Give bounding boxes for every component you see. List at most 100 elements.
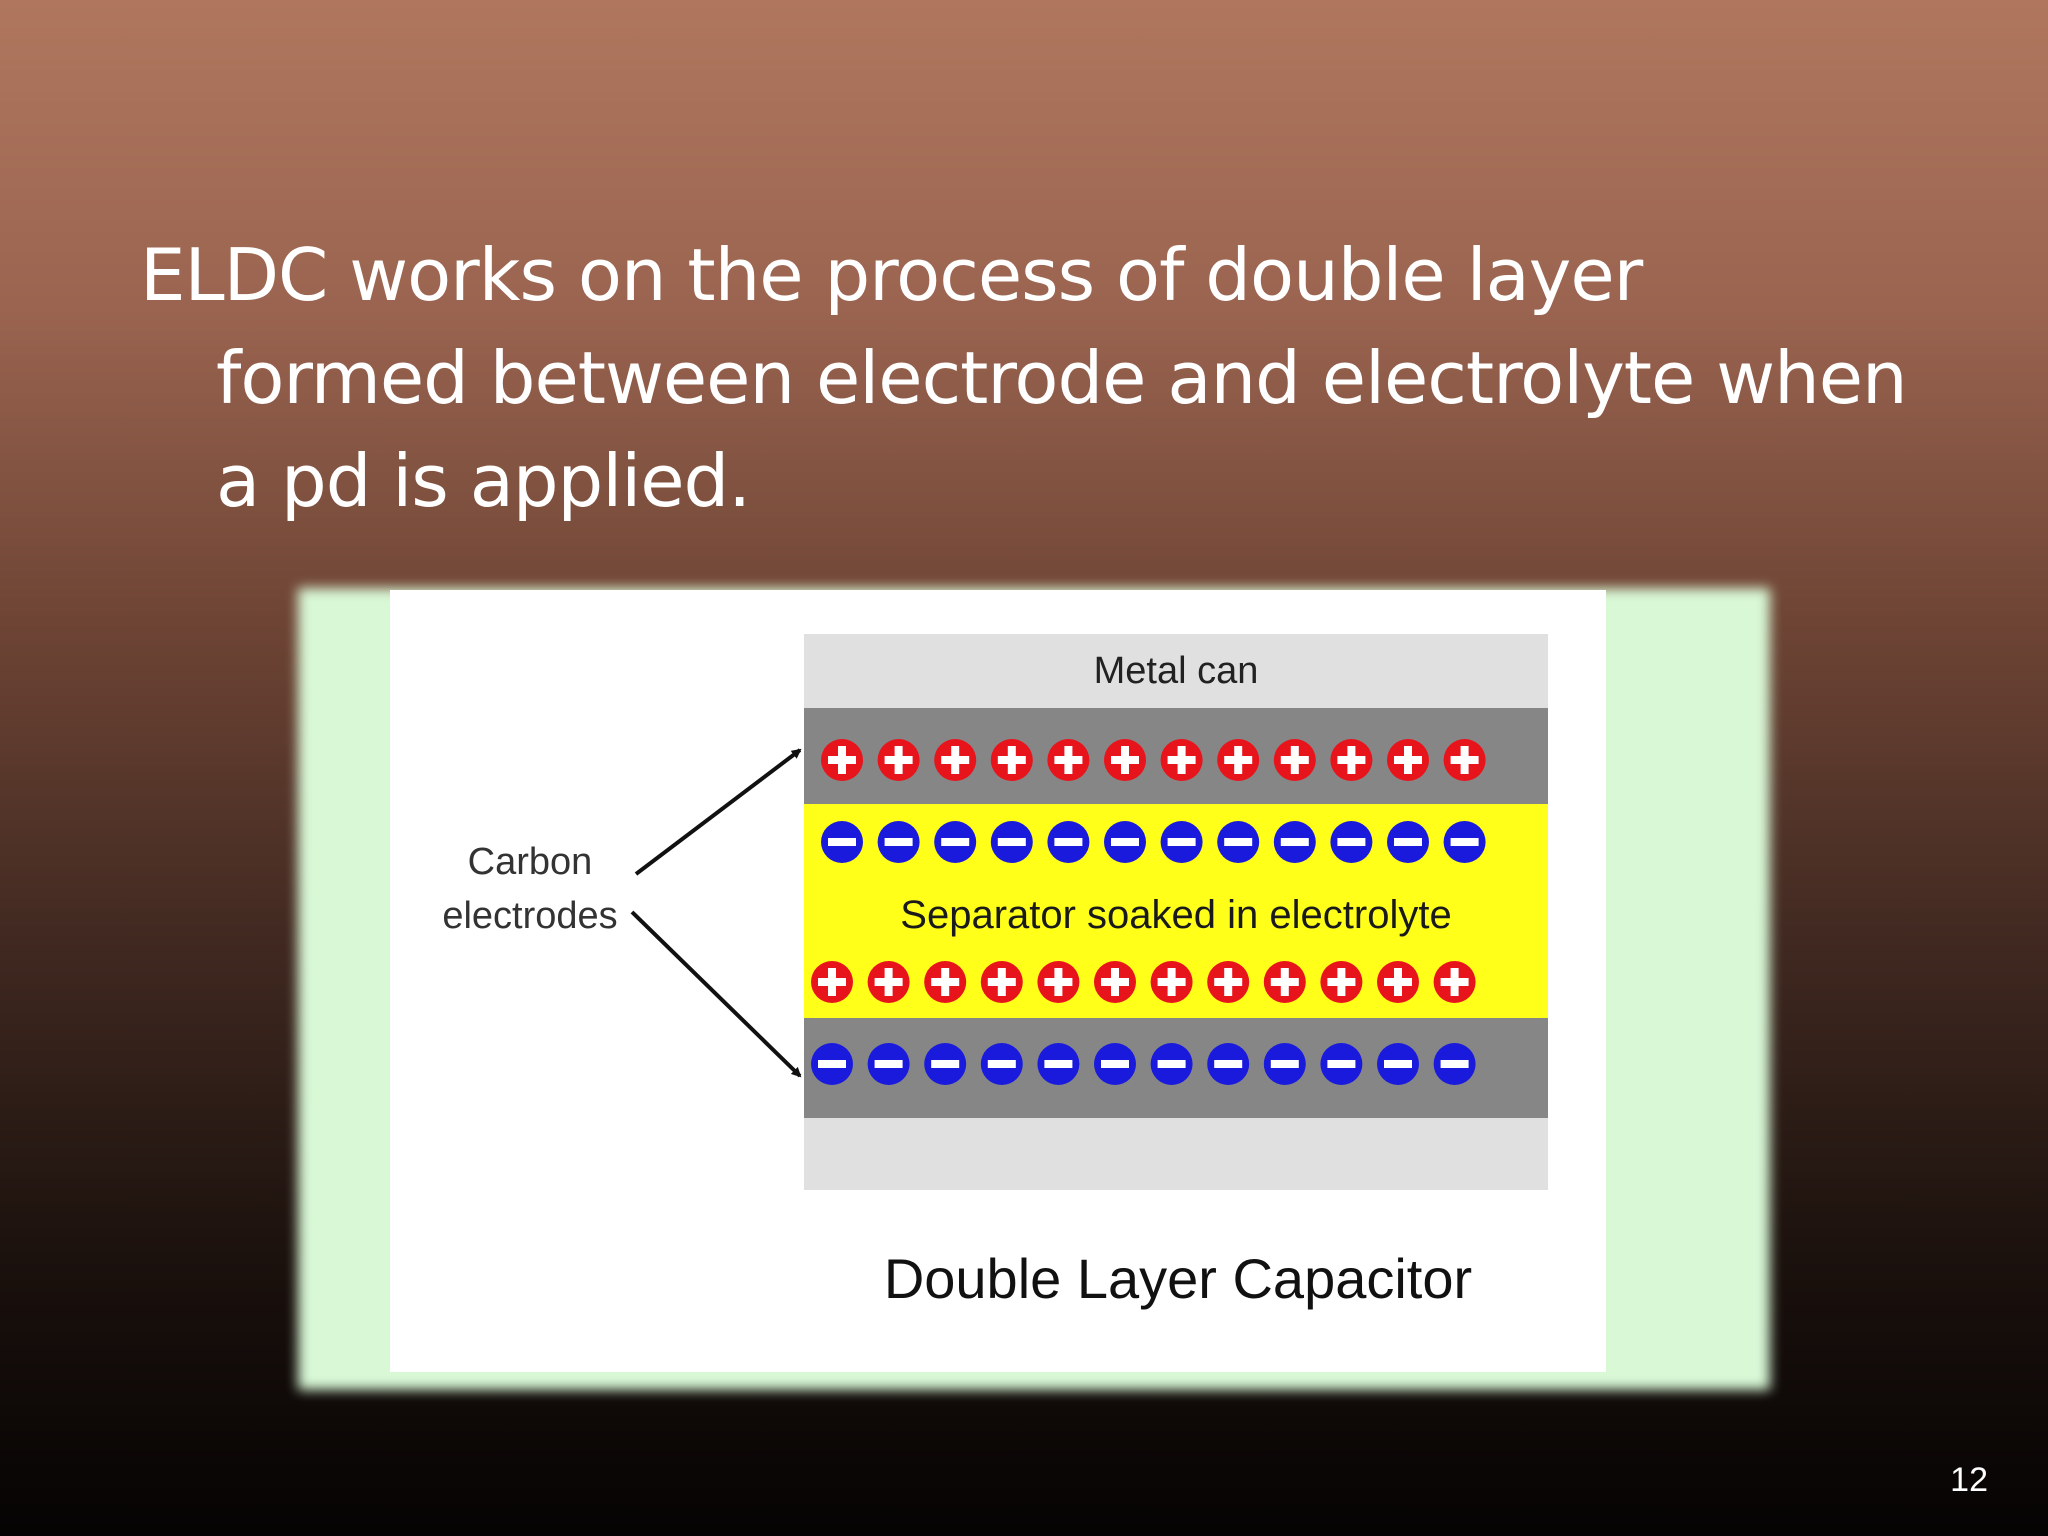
minus-bar bbox=[1111, 838, 1139, 846]
negative-charge bbox=[867, 1043, 910, 1085]
minus-bar bbox=[1054, 838, 1083, 846]
plus-vertical-bar bbox=[941, 968, 950, 996]
positive-charge bbox=[867, 961, 910, 1003]
minus-bar bbox=[1450, 838, 1479, 846]
positive-charge bbox=[1217, 739, 1260, 781]
plus-vertical-bar bbox=[1460, 746, 1469, 774]
minus-bar bbox=[874, 1060, 903, 1068]
plus-vertical-bar bbox=[894, 746, 903, 774]
negative-charge bbox=[1263, 1043, 1306, 1085]
bottom-electrolyte-positive-row bbox=[811, 961, 1476, 1003]
minus-bar bbox=[1280, 838, 1309, 846]
positive-charge bbox=[811, 961, 853, 1003]
positive-charge bbox=[1160, 739, 1203, 781]
plus-vertical-bar bbox=[838, 746, 846, 774]
negative-charge bbox=[1273, 821, 1316, 863]
positive-charge bbox=[1387, 739, 1429, 781]
negative-charge bbox=[1320, 1043, 1363, 1085]
negative-charge bbox=[1443, 821, 1486, 863]
positive-charge bbox=[1104, 739, 1146, 781]
minus-bar bbox=[987, 1060, 1016, 1068]
minus-bar bbox=[828, 838, 856, 846]
positive-charge bbox=[877, 739, 920, 781]
plus-vertical-bar bbox=[884, 968, 893, 996]
minus-bar bbox=[1440, 1060, 1469, 1068]
negative-charge bbox=[924, 1043, 967, 1085]
plus-vertical-bar bbox=[1290, 746, 1299, 774]
bottom-electrode-negative-row bbox=[811, 1043, 1476, 1085]
top-electrolyte-negative-row bbox=[821, 821, 1486, 863]
minus-bar bbox=[931, 1060, 960, 1068]
positive-charge bbox=[821, 739, 863, 781]
slide-text-line-2: formed between electrode and electrolyte… bbox=[216, 336, 1908, 420]
page-number: 12 bbox=[1950, 1461, 1988, 1499]
metal-can-label: Metal can bbox=[1094, 650, 1259, 692]
positive-charge bbox=[1377, 961, 1419, 1003]
plus-vertical-bar bbox=[1347, 746, 1356, 774]
plus-vertical-bar bbox=[1224, 968, 1233, 996]
positive-charge bbox=[1094, 961, 1136, 1003]
negative-charge bbox=[1150, 1043, 1193, 1085]
top-electrode-positive-row bbox=[821, 739, 1486, 781]
capacitor-figure: Metal can Separator soaked in electrolyt… bbox=[390, 590, 1606, 1372]
minus-bar bbox=[1101, 1060, 1129, 1068]
charge-rows bbox=[811, 739, 1486, 1085]
figure-caption: Double Layer Capacitor bbox=[884, 1247, 1472, 1310]
negative-charge bbox=[1160, 821, 1203, 863]
minus-bar bbox=[997, 838, 1026, 846]
positive-charge bbox=[1273, 739, 1316, 781]
plus-vertical-bar bbox=[1280, 968, 1289, 996]
plus-vertical-bar bbox=[951, 746, 960, 774]
minus-bar bbox=[818, 1060, 846, 1068]
plus-vertical-bar bbox=[1111, 968, 1119, 996]
negative-charge bbox=[877, 821, 920, 863]
positive-charge bbox=[1330, 739, 1373, 781]
slide-body-text: ELDC works on the process of double laye… bbox=[140, 224, 2016, 533]
positive-charge bbox=[1150, 961, 1193, 1003]
plus-vertical-bar bbox=[828, 968, 836, 996]
minus-bar bbox=[1270, 1060, 1299, 1068]
negative-charge bbox=[1094, 1043, 1136, 1085]
negative-charge bbox=[1433, 1043, 1476, 1085]
plus-vertical-bar bbox=[1394, 968, 1402, 996]
minus-bar bbox=[1044, 1060, 1073, 1068]
plus-vertical-bar bbox=[1450, 968, 1459, 996]
positive-charge bbox=[990, 739, 1033, 781]
negative-charge bbox=[1387, 821, 1429, 863]
electrode-label-line-2: electrodes bbox=[442, 895, 617, 937]
negative-charge bbox=[811, 1043, 853, 1085]
positive-charge bbox=[924, 961, 967, 1003]
electrode-label-line-1: Carbon bbox=[468, 841, 593, 883]
plus-vertical-bar bbox=[1234, 746, 1243, 774]
negative-charge bbox=[1330, 821, 1373, 863]
negative-charge bbox=[1217, 821, 1260, 863]
minus-bar bbox=[1167, 838, 1196, 846]
plus-vertical-bar bbox=[1054, 968, 1063, 996]
minus-bar bbox=[1394, 838, 1422, 846]
positive-charge bbox=[1263, 961, 1306, 1003]
minus-bar bbox=[1214, 1060, 1243, 1068]
negative-charge bbox=[1207, 1043, 1250, 1085]
positive-charge bbox=[980, 961, 1023, 1003]
minus-bar bbox=[1384, 1060, 1412, 1068]
negative-charge bbox=[1047, 821, 1090, 863]
plus-vertical-bar bbox=[1167, 968, 1176, 996]
negative-charge bbox=[934, 821, 977, 863]
capacitor-diagram: Metal can Separator soaked in electrolyt… bbox=[442, 634, 1548, 1310]
minus-bar bbox=[1224, 838, 1253, 846]
positive-charge bbox=[934, 739, 977, 781]
slide-text-line-3: a pd is applied. bbox=[216, 439, 751, 523]
minus-bar bbox=[1327, 1060, 1356, 1068]
minus-bar bbox=[884, 838, 913, 846]
plus-vertical-bar bbox=[1337, 968, 1346, 996]
slide-text-line-1: ELDC works on the process of double laye… bbox=[140, 233, 1643, 317]
positive-charge bbox=[1207, 961, 1250, 1003]
plus-vertical-bar bbox=[1064, 746, 1073, 774]
negative-charge bbox=[980, 1043, 1023, 1085]
plus-vertical-bar bbox=[1177, 746, 1186, 774]
arrow-to-bottom-electrode bbox=[630, 910, 802, 1078]
negative-charge bbox=[1037, 1043, 1080, 1085]
minus-bar bbox=[941, 838, 970, 846]
positive-charge bbox=[1037, 961, 1080, 1003]
positive-charge bbox=[1047, 739, 1090, 781]
